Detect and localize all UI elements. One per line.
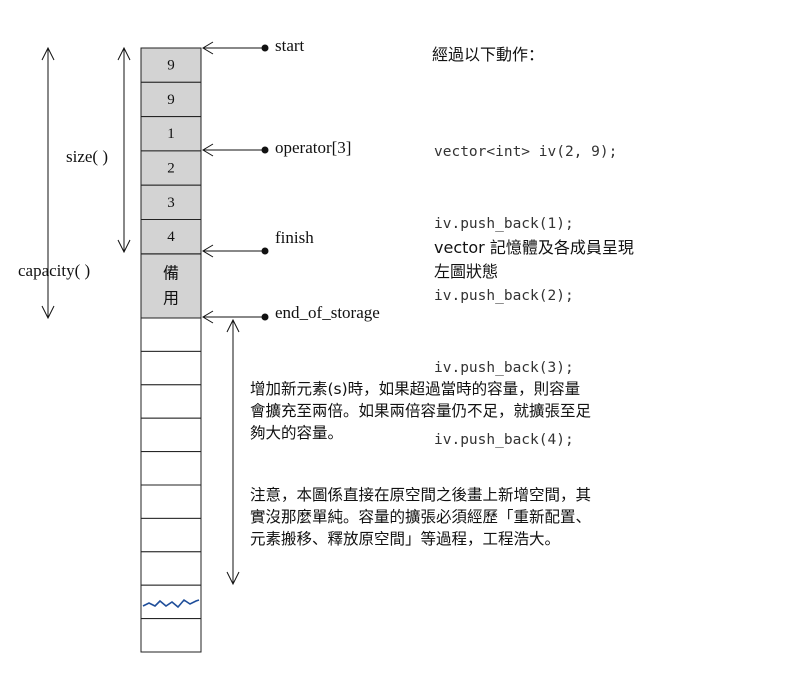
size-arrow: [117, 46, 131, 254]
empty-cell: [140, 484, 202, 519]
empty-cell: [140, 417, 202, 453]
code-block: vector<int> iv(2, 9); iv.push_back(1); i…: [434, 92, 617, 476]
start-pointer: [202, 41, 269, 55]
caution-note: 注意，本圖係直接在原空間之後畫上新增空間，其 實沒那麼單純。容量的擴張必須經歷「…: [250, 484, 591, 550]
element-cell: [140, 81, 202, 118]
reserve-block: 備 用: [140, 253, 202, 319]
end-of-storage-label: end_of_storage: [275, 303, 380, 322]
empty-cell: [140, 517, 202, 553]
element-value: 9: [167, 58, 175, 74]
element-value: 1: [167, 126, 175, 142]
operator-pointer: [202, 143, 269, 157]
capacity-arrow: [41, 46, 55, 320]
element-cell: [140, 219, 202, 255]
empty-cell: [140, 618, 202, 653]
element-cells: 9 9 1 2 3 4: [140, 47, 202, 255]
code-line: iv.push_back(3);: [434, 360, 574, 376]
empty-cell: [140, 551, 202, 586]
start-label: start: [275, 36, 305, 55]
code-line: iv.push_back(2);: [434, 288, 574, 304]
caution-note-line: 注意，本圖係直接在原空間之後畫上新增空間，其: [250, 486, 592, 504]
heading: 經過以下動作：: [432, 45, 545, 64]
empty-cell: [140, 384, 202, 419]
reserve-label-1: 備: [163, 264, 179, 283]
empty-cell: [140, 317, 202, 352]
memory-note: vector 記憶體及各成員呈現 左圖狀態: [434, 236, 634, 284]
element-cell: [140, 150, 202, 186]
finish-pointer: [202, 244, 269, 258]
caution-note-line: 實沒那麼單純。容量的擴張必須經歷「重新配置、: [250, 508, 592, 526]
unallocated-cells: [140, 317, 202, 653]
caution-note-line: 元素搬移、釋放原空間」等過程，工程浩大。: [250, 530, 561, 548]
element-value: 9: [167, 92, 175, 108]
end-of-storage-pointer: [202, 310, 269, 324]
reserve-label-2: 用: [163, 289, 179, 308]
operator-label: operator[3]: [275, 138, 351, 157]
element-value: 3: [167, 195, 175, 211]
finish-label: finish: [275, 228, 314, 247]
element-value: 2: [167, 160, 175, 176]
memory-note-line: 左圖狀態: [434, 262, 499, 281]
growth-note-line: 增加新元素(s)時，如果超過當時的容量，則容量: [250, 380, 581, 398]
capacity-label: capacity( ): [18, 261, 90, 280]
growth-arrow: [226, 318, 240, 586]
code-line: iv.push_back(1);: [434, 216, 574, 232]
code-line: iv.push_back(4);: [434, 432, 574, 448]
growth-note-line: 會擴充至兩倍。如果兩倍容量仍不足，就擴張至足: [250, 402, 592, 420]
empty-cell: [140, 451, 202, 486]
squiggle-mark: [142, 598, 200, 609]
element-value: 4: [167, 229, 175, 245]
growth-note: 增加新元素(s)時，如果超過當時的容量，則容量 會擴充至兩倍。如果兩倍容量仍不足…: [250, 378, 591, 444]
element-cell: [140, 47, 202, 83]
empty-cell: [140, 350, 202, 386]
growth-note-line: 夠大的容量。: [250, 424, 344, 442]
size-label: size( ): [66, 147, 108, 166]
memory-note-line: vector 記憶體及各成員呈現: [434, 238, 634, 257]
code-line: vector<int> iv(2, 9);: [434, 144, 618, 160]
